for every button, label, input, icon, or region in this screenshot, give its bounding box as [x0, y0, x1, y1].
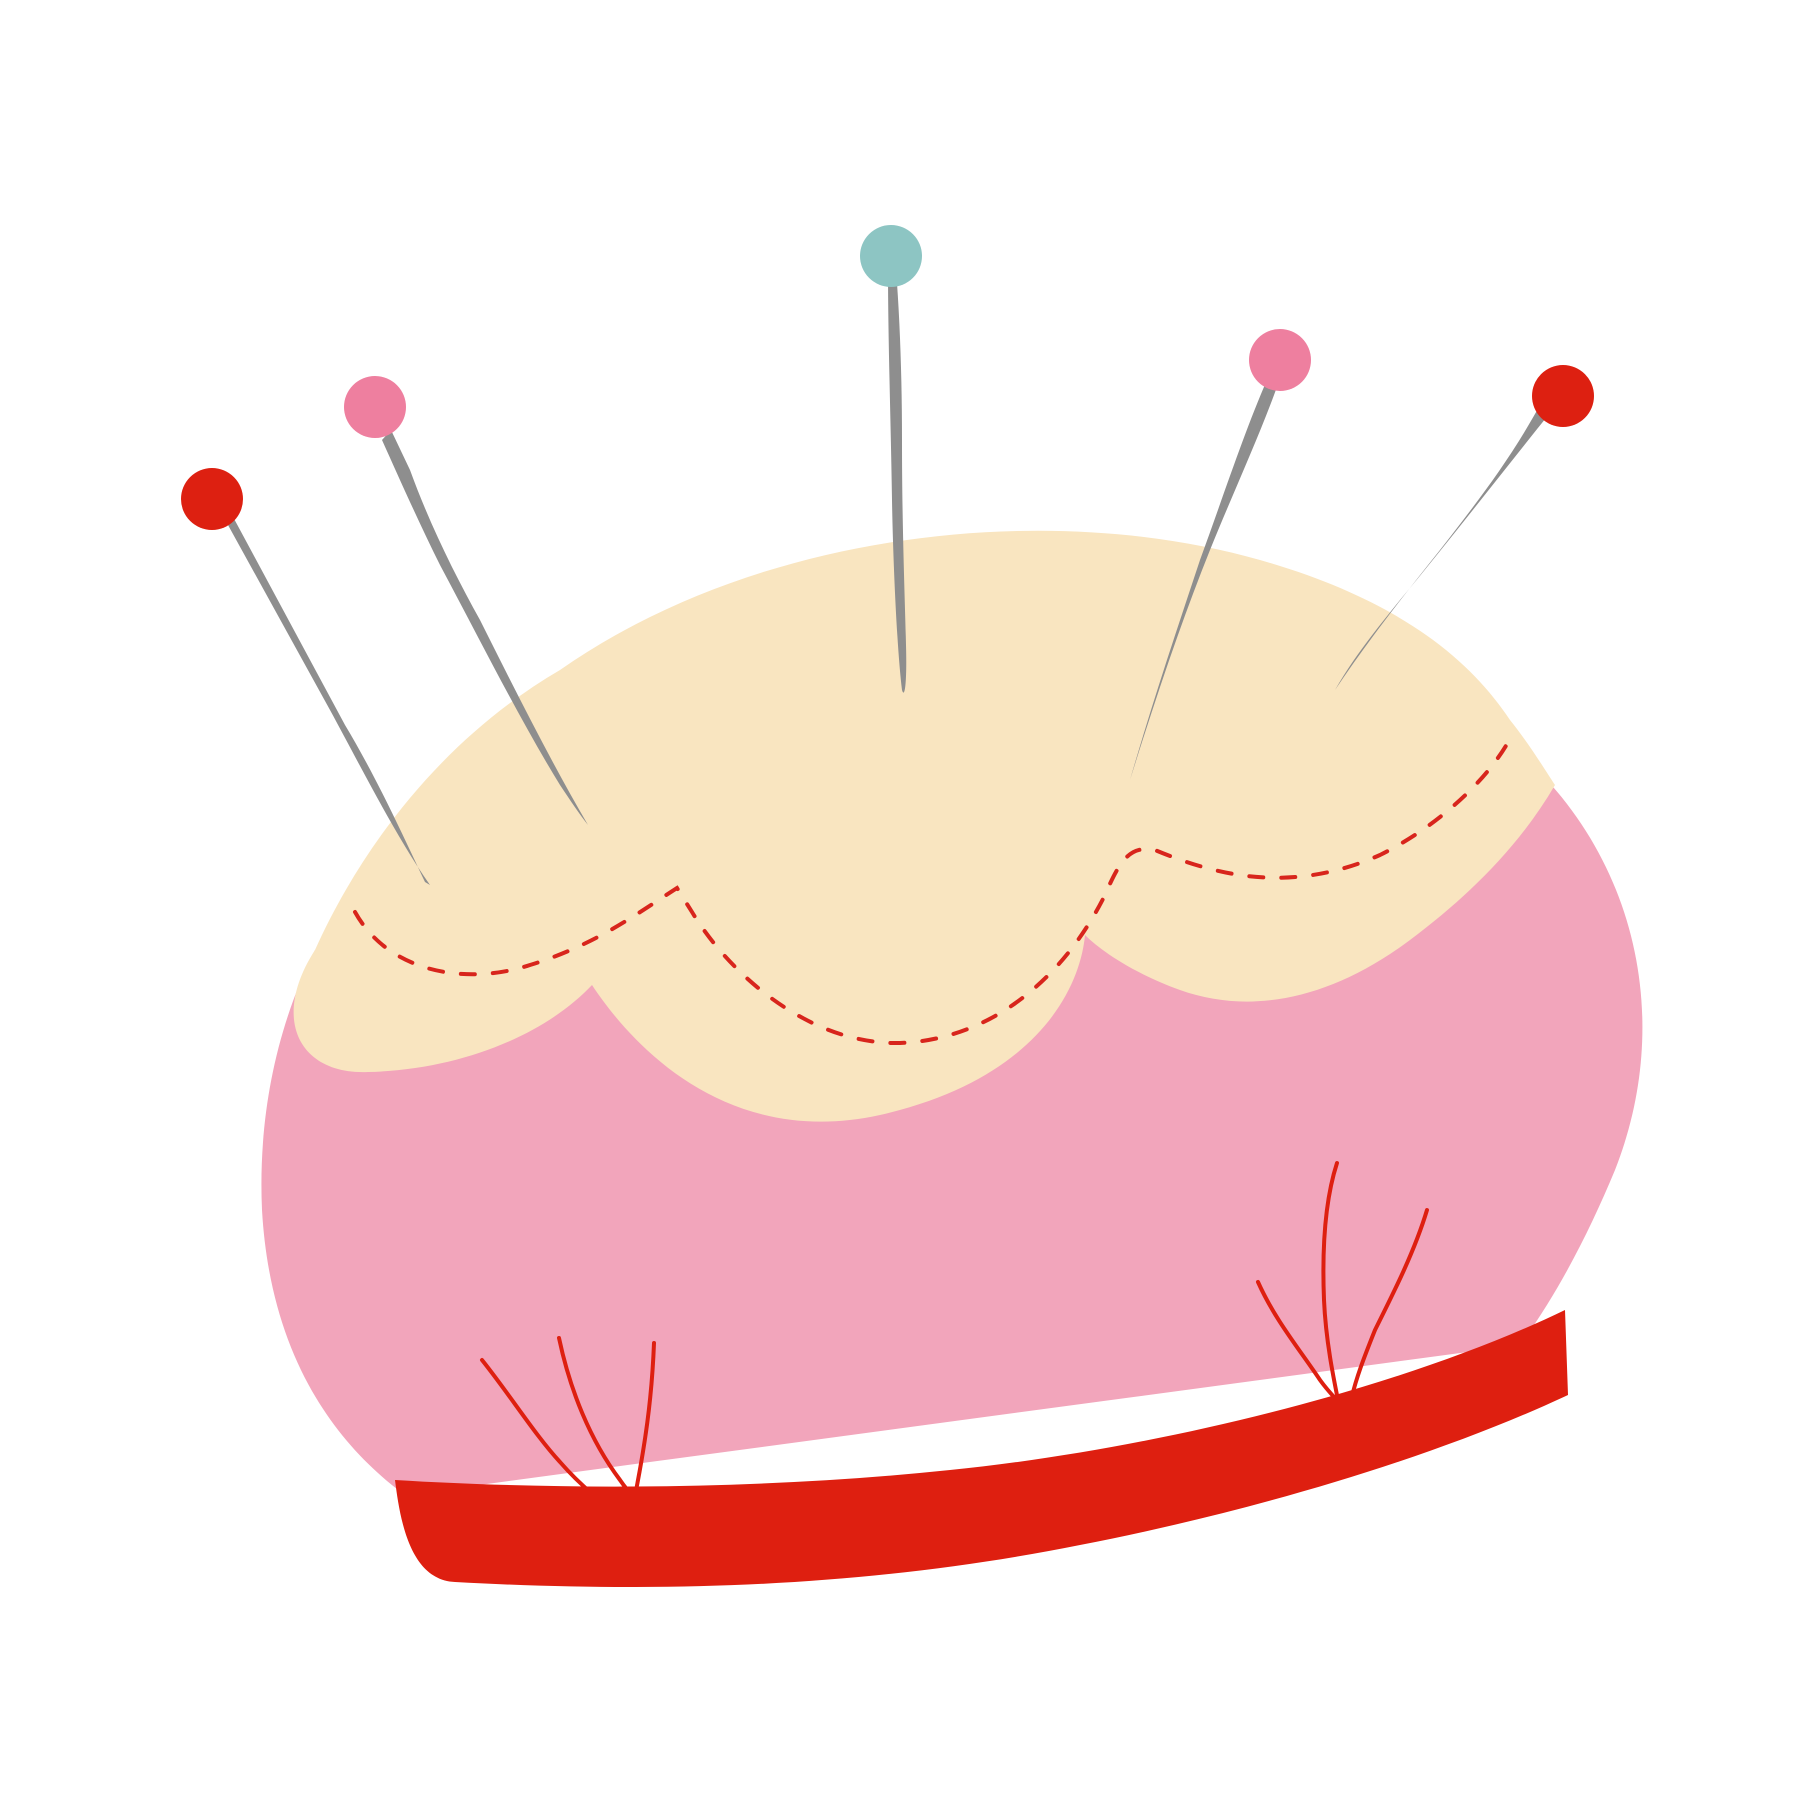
pin-2-shaft	[382, 430, 588, 825]
pin-1-head	[181, 468, 243, 530]
pin-2-head	[344, 376, 406, 438]
pin-4-head	[1249, 329, 1311, 391]
red-band	[395, 1310, 1568, 1588]
pin-4-shaft	[1130, 380, 1278, 780]
pin-3-shaft	[888, 270, 907, 693]
grass-right-3	[1348, 1208, 1429, 1407]
pin-5-shaft	[1335, 405, 1550, 690]
pin-5-head	[1532, 365, 1594, 427]
grass-right-2	[1321, 1161, 1344, 1422]
pin-1-shaft	[228, 515, 430, 885]
pin-3-head	[860, 225, 922, 287]
cushion-top	[293, 530, 1556, 1122]
